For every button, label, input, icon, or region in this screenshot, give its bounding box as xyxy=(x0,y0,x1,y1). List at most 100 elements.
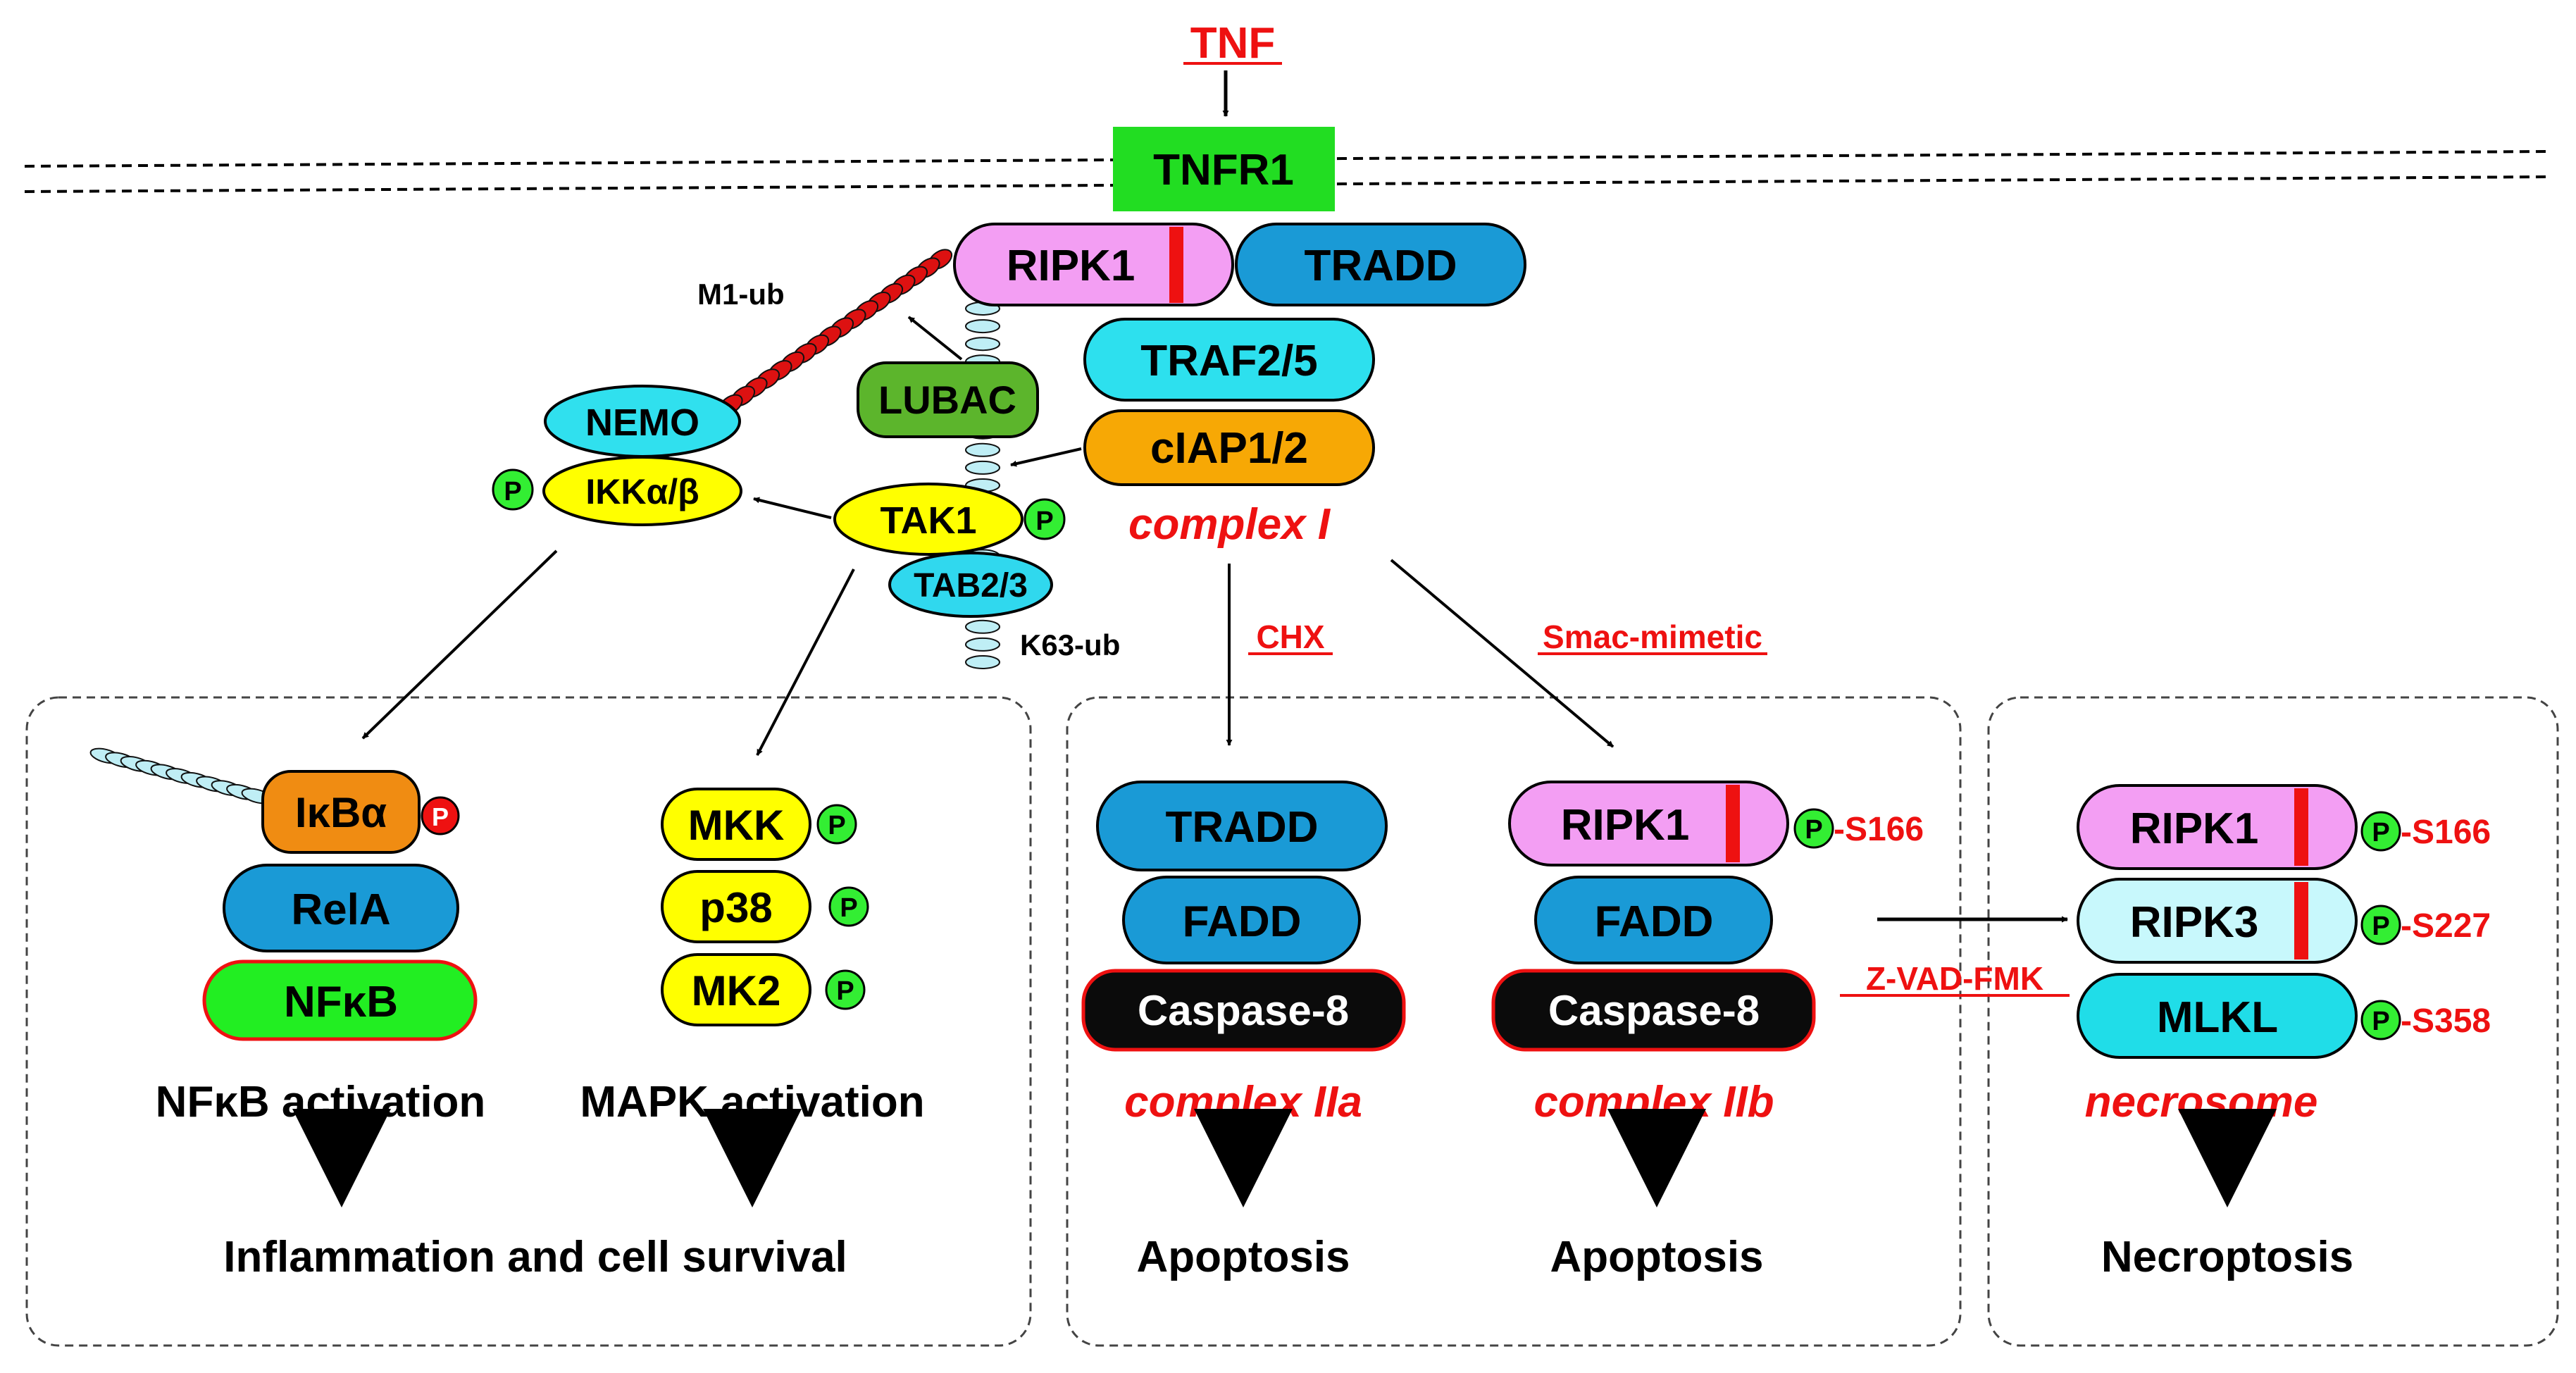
traf25-complex-i: TRAF2/5 xyxy=(1083,318,1375,402)
complex-iib-title: complex IIb xyxy=(1533,1078,1774,1126)
svg-text:TRADD: TRADD xyxy=(1305,242,1457,290)
ikba-ubiquitin-chain xyxy=(89,747,273,804)
svg-text:P: P xyxy=(432,802,449,831)
svg-text:P: P xyxy=(1035,507,1053,536)
svg-text:P: P xyxy=(2372,1007,2389,1036)
phospho-tak1-icon: P xyxy=(1023,498,1066,540)
svg-text:RIPK1: RIPK1 xyxy=(2130,804,2259,853)
ikk-to-nfkb-arrow xyxy=(361,549,558,740)
ciap-to-k63-arrow xyxy=(1010,447,1082,467)
fadd-complex-iia: FADD xyxy=(1122,876,1361,964)
ripk3-necro-site: -S227 xyxy=(2401,907,2491,945)
phospho-ripk1-necro-icon: P xyxy=(2360,811,2401,852)
svg-text:IKKα/β: IKKα/β xyxy=(585,472,699,511)
phospho-mk2-icon: P xyxy=(825,969,866,1010)
survival-label: Inflammation and cell survival xyxy=(223,1233,847,1281)
svg-text:LUBAC: LUBAC xyxy=(878,378,1016,422)
m1-ub-label: M1-ub xyxy=(697,278,785,311)
apoptosis-panel xyxy=(1066,696,1962,1347)
necrosome-title: necrosome xyxy=(2085,1078,2318,1126)
ubiquitin-bead xyxy=(965,460,1000,475)
phospho-mlkl-necro-icon: P xyxy=(2360,1000,2401,1040)
svg-text:P: P xyxy=(836,976,854,1006)
caspase8-complex-iib: Caspase-8 xyxy=(1491,969,1816,1052)
svg-text:RelA: RelA xyxy=(291,886,390,934)
complex-iib-outcome: Apoptosis xyxy=(1550,1233,1763,1281)
tab23: TAB2/3 xyxy=(888,552,1053,618)
ripk1-complex-i: RIPK1 xyxy=(953,223,1234,306)
phospho-ripk1-iib-icon: P xyxy=(1793,808,1834,849)
caspase8-complex-iia: Caspase-8 xyxy=(1081,969,1406,1052)
complex-iia-title: complex IIa xyxy=(1124,1078,1362,1126)
necrosome-outcome: Necroptosis xyxy=(2101,1233,2353,1281)
svg-text:P: P xyxy=(1805,815,1822,845)
svg-text:NFκB: NFκB xyxy=(284,978,398,1026)
ubiquitin-bead xyxy=(965,442,1000,457)
mk2: MK2 xyxy=(661,953,811,1026)
phospho-mkk-icon: P xyxy=(816,804,857,845)
svg-text:cIAP1/2: cIAP1/2 xyxy=(1150,424,1308,473)
svg-text:P: P xyxy=(828,811,845,840)
smac-mimetic-label: Smac-mimetic xyxy=(1543,619,1762,655)
fadd-complex-iib: FADD xyxy=(1534,876,1773,964)
svg-text:NEMO: NEMO xyxy=(585,402,699,444)
svg-text:Caspase-8: Caspase-8 xyxy=(1138,987,1349,1034)
svg-text:P: P xyxy=(2372,912,2389,941)
svg-text:MLKL: MLKL xyxy=(2157,993,2278,1042)
complex-iia-outcome: Apoptosis xyxy=(1136,1233,1350,1281)
svg-text:P: P xyxy=(2372,818,2389,847)
ikk-alpha-beta: IKKα/β xyxy=(542,456,742,526)
ubiquitin-bead xyxy=(965,637,1000,652)
ripk1-necro-site: -S166 xyxy=(2401,814,2491,851)
mapk-activation-label: MAPK activation xyxy=(580,1078,924,1126)
phospho-ikba-icon: P xyxy=(421,796,460,835)
svg-text:P: P xyxy=(504,477,521,507)
tnfr1-box xyxy=(1113,127,1335,211)
lubac-to-m1-arrow xyxy=(907,316,963,361)
svg-text:P: P xyxy=(840,893,857,923)
necroptosis-panel xyxy=(1987,696,2559,1347)
tnfr1-label: TNFR1 xyxy=(1153,146,1294,194)
phospho-ripk3-necro-icon: P xyxy=(2360,905,2401,945)
tak1-to-ikk-arrow xyxy=(753,497,832,519)
mkk: MKK xyxy=(661,788,811,861)
mlkl-necro-site: -S358 xyxy=(2401,1002,2491,1040)
svg-text:TRAF2/5: TRAF2/5 xyxy=(1140,337,1317,385)
nemo: NEMO xyxy=(544,385,741,458)
svg-text:TAB2/3: TAB2/3 xyxy=(914,567,1028,604)
ripk1-complex-iib: RIPK1 xyxy=(1508,781,1789,866)
svg-text:FADD: FADD xyxy=(1183,897,1302,946)
nfkb-activation-label: NFκB activation xyxy=(156,1078,486,1126)
nfkb: NFκB xyxy=(202,959,478,1041)
tnf-label: TNF xyxy=(1190,19,1276,68)
svg-text:TRADD: TRADD xyxy=(1166,803,1319,852)
svg-text:MK2: MK2 xyxy=(692,967,781,1014)
ubiquitin-bead xyxy=(965,619,1000,634)
k63-ub-label: K63-ub xyxy=(1020,628,1120,661)
ripk1-iib-site: -S166 xyxy=(1834,811,1924,848)
p38: p38 xyxy=(661,870,811,943)
ubiquitin-bead xyxy=(965,337,1000,352)
ripk1-necrosome: RIPK1 xyxy=(2077,784,2358,870)
mlkl-necrosome: MLKL xyxy=(2077,973,2358,1059)
tradd-complex-iia: TRADD xyxy=(1096,781,1388,871)
tradd-complex-i: TRADD xyxy=(1235,223,1526,306)
chx-label: CHX xyxy=(1256,619,1324,655)
phospho-p38-icon: P xyxy=(828,886,869,927)
complex-i-to-iib-arrow xyxy=(1390,559,1614,748)
svg-text:IκBα: IκBα xyxy=(295,789,387,836)
svg-text:Caspase-8: Caspase-8 xyxy=(1548,987,1760,1034)
svg-text:MKK: MKK xyxy=(688,802,785,849)
survival-panel xyxy=(25,696,1032,1347)
svg-text:RIPK1: RIPK1 xyxy=(1561,801,1690,850)
svg-text:FADD: FADD xyxy=(1595,897,1714,946)
phospho-ikk-icon: P xyxy=(492,468,534,511)
svg-text:RIPK3: RIPK3 xyxy=(2130,898,2259,947)
ubiquitin-bead xyxy=(965,655,1000,669)
svg-text:p38: p38 xyxy=(699,884,772,931)
tak1: TAK1 xyxy=(833,483,1023,556)
zvad-label: Z-VAD-FMK xyxy=(1866,960,2043,997)
svg-text:RIPK1: RIPK1 xyxy=(1007,242,1135,290)
ubiquitin-bead xyxy=(965,319,1000,334)
